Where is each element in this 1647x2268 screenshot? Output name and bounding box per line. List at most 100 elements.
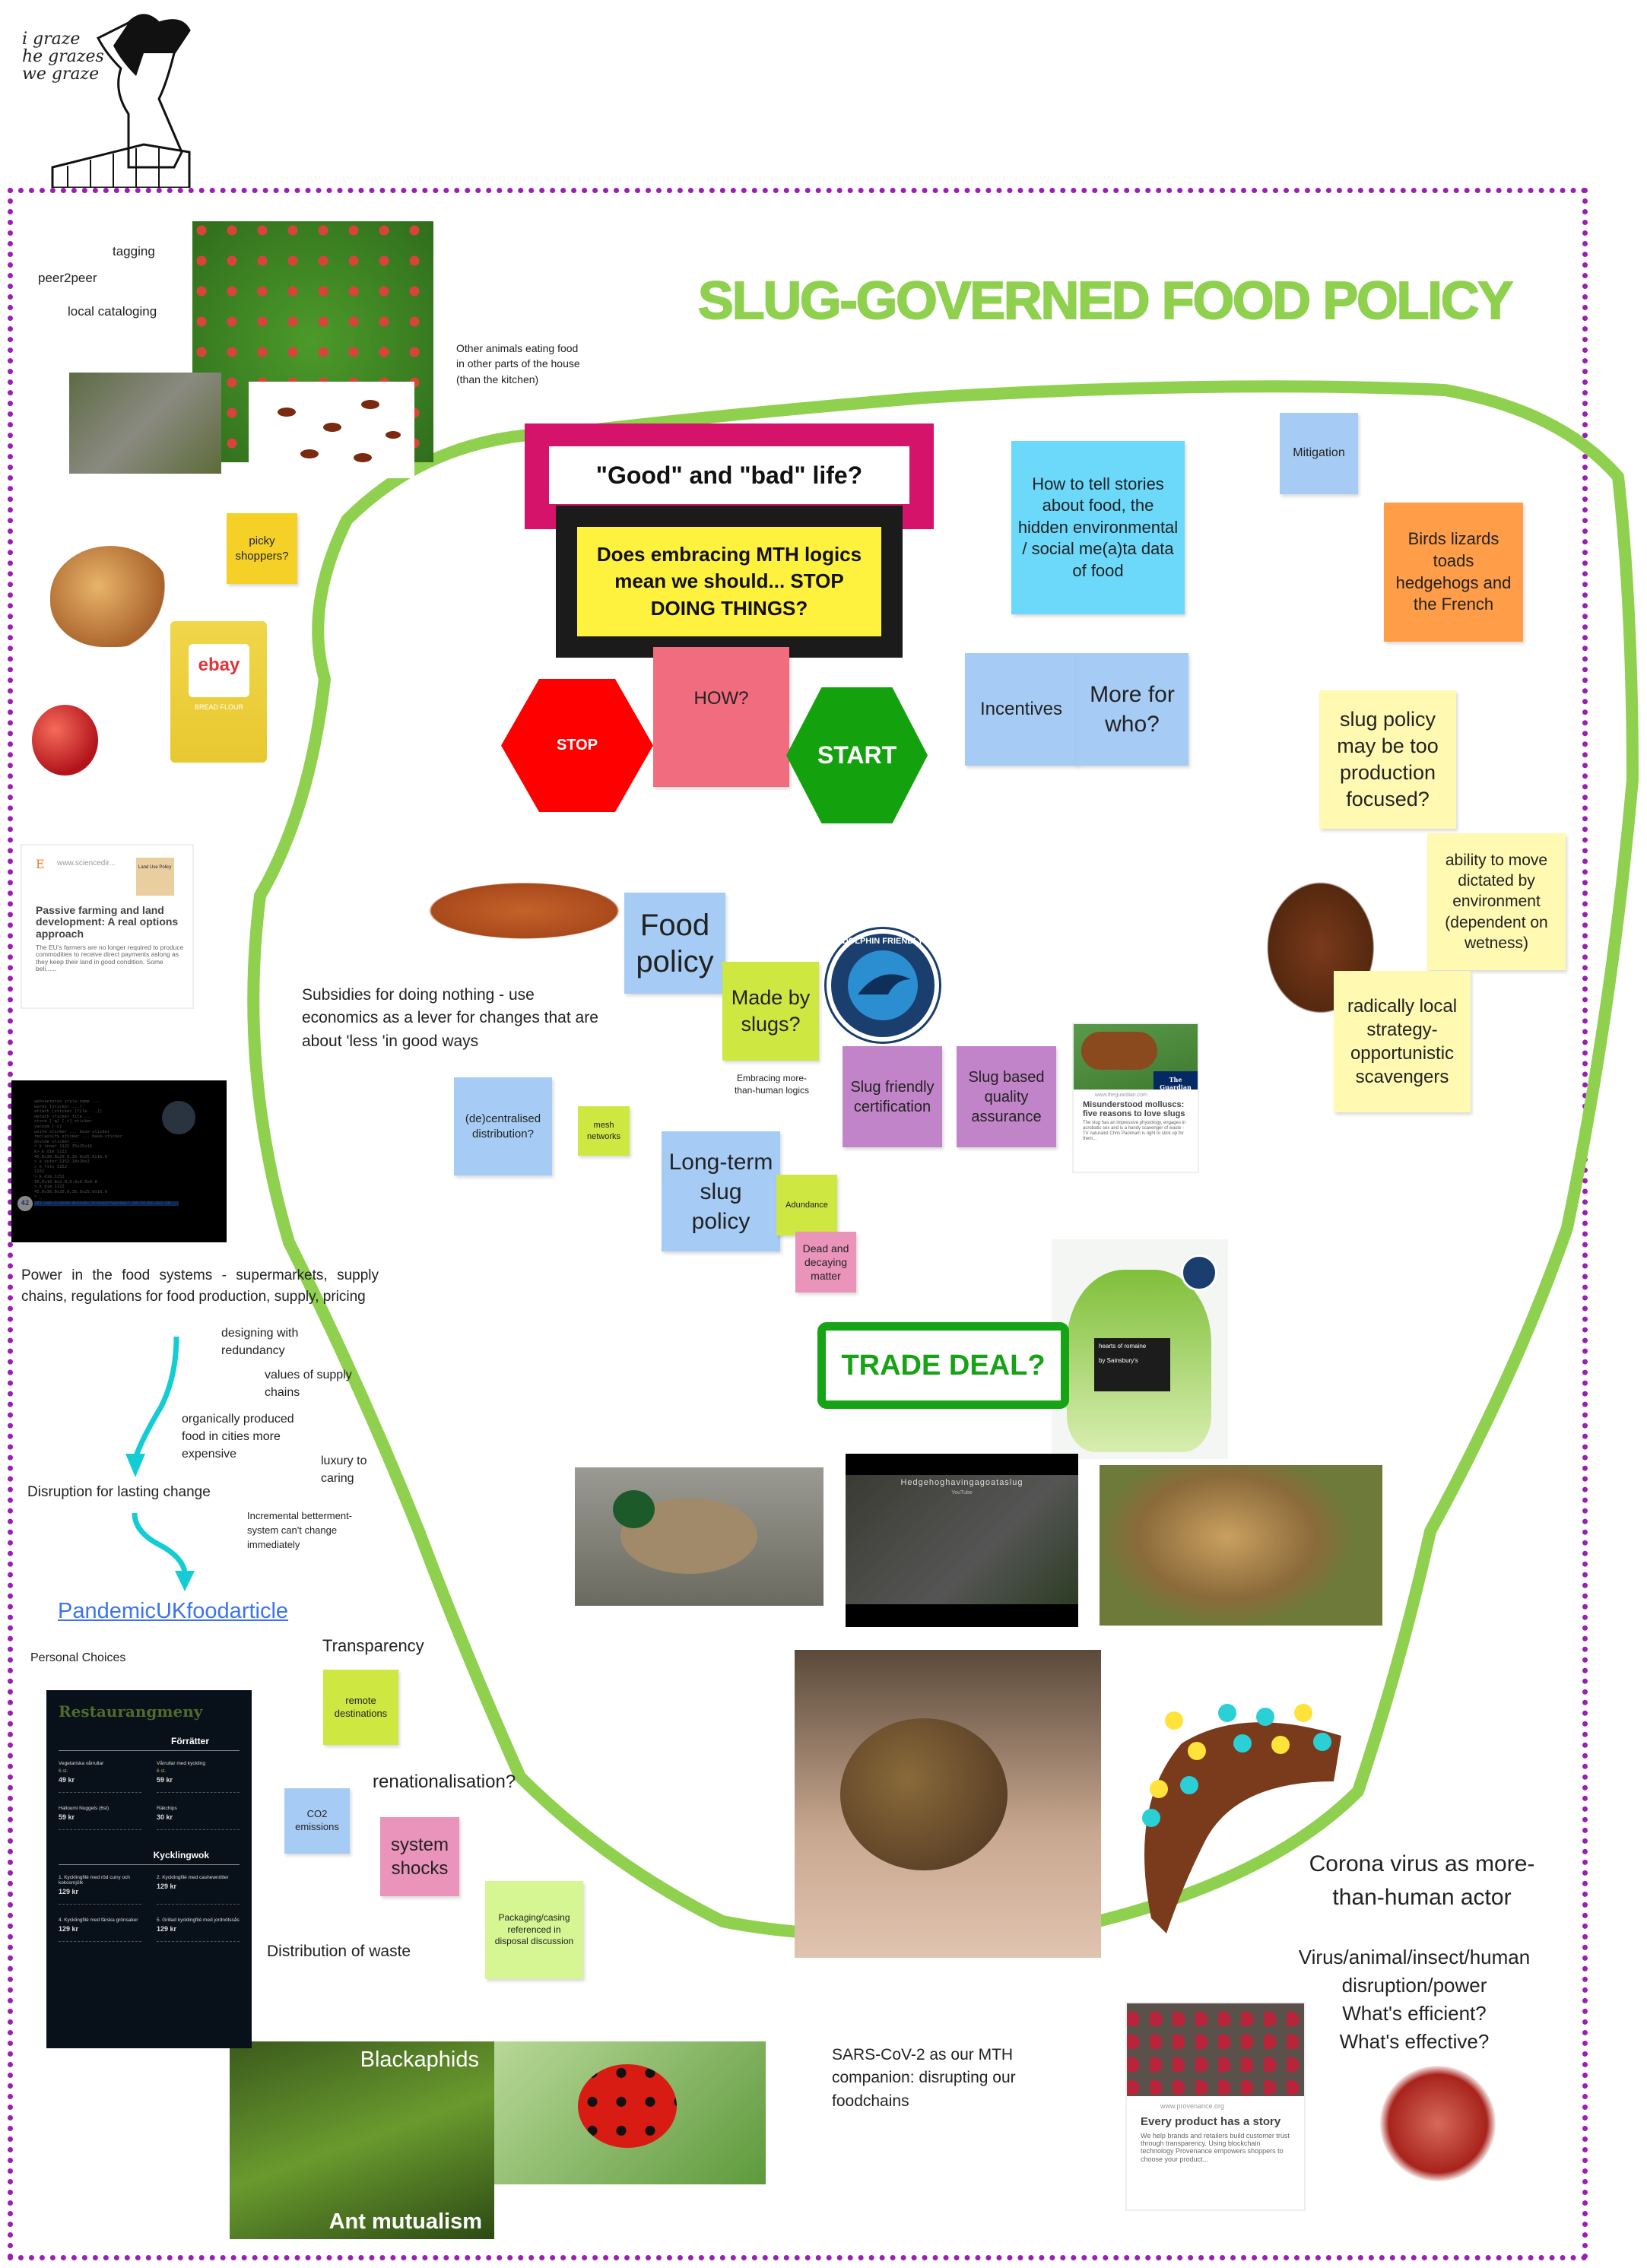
- journal-name: Land Use Policy: [138, 865, 172, 870]
- terminal-line: k> k dim 1122: [34, 1149, 68, 1154]
- terminal-video[interactable]: 42 websketeton style-name ...words [stic…: [11, 1080, 227, 1242]
- sticky-slug-quality-assurance[interactable]: Slug based quality assurance: [957, 1046, 1056, 1147]
- dolphin-friendly-badge: DOLPHIN FRIENDLY: [827, 929, 939, 1042]
- sticky-mitigation[interactable]: Mitigation: [1280, 413, 1358, 494]
- text-subsidies: Subsidies for doing nothing - use econom…: [302, 986, 598, 1050]
- sticky-mesh-networks[interactable]: mesh networks: [578, 1106, 630, 1156]
- menu-item-price: 59 kr: [157, 1776, 173, 1784]
- flow-arrows: [125, 1336, 195, 1591]
- provenance-thumbnail: [1127, 2003, 1304, 2096]
- link-card-guardian[interactable]: The Guardian www.theguardian.com Misunde…: [1072, 1023, 1199, 1173]
- pack-title: hearts of romaine: [1099, 1343, 1147, 1350]
- video-frame: [846, 1475, 1078, 1604]
- card-source: www.provenance.org: [1160, 2102, 1225, 2110]
- menu-section: Förrätter: [170, 1736, 209, 1746]
- text-virus-questions: Virus/animal/insect/human disruption/pow…: [1277, 1943, 1551, 2056]
- sticky-system-shocks[interactable]: system shocks: [380, 1817, 459, 1896]
- menu-item-price: 129 kr: [59, 1925, 79, 1933]
- text-disruption: Disruption for lasting change: [27, 1484, 211, 1500]
- card-description: We help brands and retailers build custo…: [1141, 2131, 1290, 2163]
- sticky-incentives[interactable]: Incentives: [965, 653, 1077, 766]
- line: in other parts of the house: [456, 357, 580, 370]
- ebay-flour-bag: ebay BREAD FLOUR: [170, 621, 267, 763]
- sticky-packaging[interactable]: Packaging/casing referenced in disposal …: [485, 1881, 583, 1979]
- link-card-provenance[interactable]: www.provenance.org Every product has a s…: [1125, 2002, 1306, 2211]
- menu-item-name: Vegetariska vårrullar: [59, 1761, 104, 1766]
- sticky-slug-friendly-certification[interactable]: Slug friendly certification: [843, 1046, 942, 1147]
- card-title: Passive farming and land development: A …: [36, 904, 179, 940]
- sticky-slug-policy-production[interactable]: slug policy may be too production focuse…: [1319, 690, 1456, 829]
- menu-item-name: Räkchips: [157, 1806, 177, 1811]
- menu-item-price: 49 kr: [59, 1776, 75, 1784]
- line: What's effective?: [1339, 2029, 1490, 2053]
- sticky-co2-emissions[interactable]: CO2 emissions: [284, 1788, 350, 1854]
- link-card-sciencedirect[interactable]: E www.sciencedir... Land Use Policy Pass…: [21, 844, 194, 1009]
- text-personal-choices: Personal Choices: [30, 1651, 126, 1664]
- terminal-line: words [sticker ...]: [34, 1104, 82, 1109]
- terminal-line: 1122: [34, 1169, 45, 1175]
- slug-with-dots-icon: [1142, 1704, 1341, 1933]
- trade-deal-box[interactable]: TRADE DEAL?: [817, 1322, 1069, 1409]
- ants-image: [249, 382, 414, 478]
- text-renationalisation: renationalisation?: [373, 1772, 516, 1792]
- mth-question[interactable]: Does embracing MTH logics mean we should…: [577, 527, 881, 636]
- terminal-line: vacuum [-v]: [34, 1124, 62, 1129]
- text-sars-cov-2: SARS-CoV-2 as our MTH companion: disrupt…: [832, 2046, 1016, 2110]
- sticky-more-for-who[interactable]: More for who?: [1076, 653, 1188, 766]
- sticky-long-term-slug-policy[interactable]: Long-term slug policy: [662, 1131, 780, 1251]
- sticky-birds-lizards[interactable]: Birds lizards toads hedgehogs and the Fr…: [1384, 503, 1523, 642]
- sticky-food-policy[interactable]: Food policy: [624, 893, 725, 994]
- sticky-tell-stories[interactable]: How to tell stories about food, the hidd…: [1011, 441, 1185, 614]
- line: What's efficient?: [1342, 2001, 1487, 2025]
- sticky-remote-destinations[interactable]: remote destinations: [323, 1670, 398, 1745]
- guardian-logo: The Guardian: [1154, 1071, 1198, 1091]
- menu-item-name: Halloumi Nuggets (6st): [59, 1806, 109, 1811]
- dotted-slug-image: [1121, 1690, 1350, 1943]
- text-embracing-mth: Embracing more-than-human logics: [734, 1073, 810, 1096]
- sticky-decentralised-distribution[interactable]: (de)centralised distribution?: [454, 1077, 552, 1175]
- card-description: The EU's farmers are no longer required …: [36, 944, 184, 973]
- sticky-dead-decaying-matter[interactable]: Dead and decaying matter: [795, 1232, 856, 1293]
- terminal-line: > k fits 1152: [34, 1164, 68, 1169]
- terminal-line: 45.0x30.0x20.0,35.0x25.0x16.0: [34, 1189, 108, 1194]
- text-power-food-systems: Power in the food systems - supermarkets…: [21, 1267, 379, 1305]
- label-blackaphids: Blackaphids: [360, 2048, 479, 2072]
- card-source: www.theguardian.com: [1095, 1093, 1147, 1098]
- onion-image: [50, 546, 170, 647]
- toad-image: [1100, 1465, 1382, 1626]
- lettuce-pack-label: hearts of romaine by Sainsbury's: [1094, 1338, 1170, 1391]
- pandemic-uk-food-article-link[interactable]: PandemicUKfoodarticle: [58, 1599, 289, 1623]
- good-bad-question[interactable]: "Good" and "bad" life?: [549, 446, 909, 504]
- text-corona-actor: Corona virus as more-than-human actor: [1309, 1851, 1535, 1910]
- cow-shopping-cart-icon: [51, 14, 191, 189]
- ebay-logo: ebay: [189, 644, 249, 697]
- text-designing-redundancy: designing with redundancy: [221, 1327, 299, 1358]
- text-distribution-waste: Distribution of waste: [267, 1943, 411, 1960]
- ladybug-body: [578, 2064, 677, 2148]
- sticky-made-by-slugs[interactable]: Made by slugs?: [722, 962, 819, 1061]
- hedgehog-video[interactable]: Hedgehoghavingagoataslug YouTube: [846, 1454, 1078, 1627]
- dolphin-friendly-label: DOLPHIN FRIENDLY: [842, 937, 924, 946]
- board-title: SLUG-GOVERNED FOOD POLICY: [697, 270, 1514, 331]
- duck-head: [613, 1490, 655, 1528]
- sticky-how[interactable]: HOW?: [653, 647, 789, 787]
- text-organically-produced: organically produced food in cities more…: [182, 1413, 294, 1461]
- card-title: Misunderstood molluscs: five reasons to …: [1083, 1100, 1185, 1119]
- elsevier-icon: E: [36, 857, 45, 871]
- webcam-avatar: [162, 1101, 195, 1134]
- sticky-picky-shoppers[interactable]: picky shoppers?: [227, 513, 297, 584]
- terminal-line: divide sticker ...: [34, 1139, 80, 1144]
- terminal-line: > k dim 1152: [34, 1174, 65, 1179]
- menu-item-name: 1. Kycklingfilé med röd curry och kokosm…: [59, 1875, 130, 1886]
- sticky-abundance[interactable]: Adundance: [776, 1175, 837, 1236]
- line: (than the kitchen): [456, 373, 539, 385]
- sticky-radically-local[interactable]: radically local strategy- opportunistic …: [1334, 971, 1471, 1112]
- coronavirus-image: [1380, 2066, 1496, 2181]
- sticky-ability-to-move[interactable]: ability to move dictated by environment …: [1427, 833, 1566, 970]
- terminal-line: > _: [34, 1194, 42, 1200]
- menu-item-price: 59 kr: [59, 1813, 75, 1821]
- line: Virus/animal/insect/human: [1298, 1946, 1531, 1968]
- menu-item-name: 2. Kycklingfilé med cashewnötter: [157, 1875, 229, 1880]
- slug-on-stem: [1081, 1032, 1157, 1070]
